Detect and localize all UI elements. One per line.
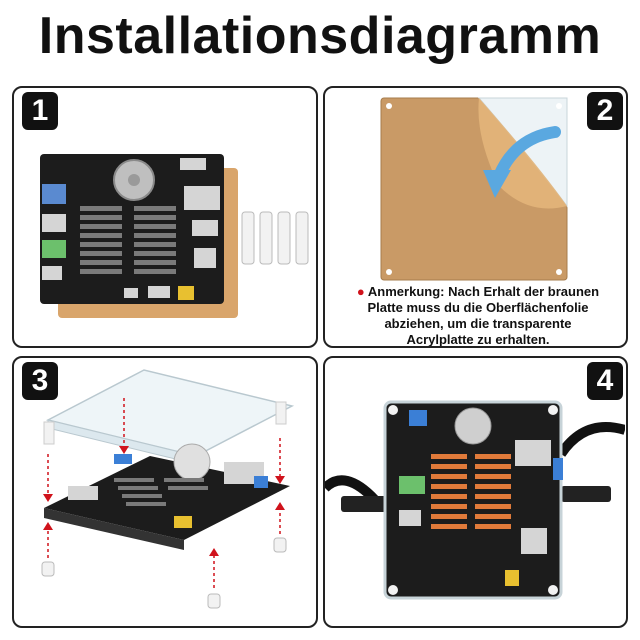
note-line-4: Acrylplatte zu erhalten. <box>406 332 550 347</box>
step-1-badge: 1 <box>22 92 58 130</box>
step-1-panel: 1 <box>12 86 318 348</box>
pcb-board-image <box>40 154 238 318</box>
note-line-1: Anmerkung: Nach Erhalt der braunen <box>367 284 600 299</box>
step-4-panel: 4 <box>323 356 628 628</box>
note-line-3: abziehen, um die transparente <box>384 316 572 331</box>
note-line-2: Platte muss du die Oberflächenfolie <box>367 300 589 315</box>
standoff-icon <box>241 211 309 265</box>
red-bullet-icon: ● <box>356 284 365 299</box>
page-title: Installationsdiagramm <box>38 7 602 65</box>
step-4-badge: 4 <box>587 362 623 400</box>
step-2-panel: 2 ● Anmerkung: Nach Erhalt der braunen P… <box>323 86 628 348</box>
peel-arrow-icon <box>483 126 561 198</box>
usb-cable-icon <box>325 475 379 504</box>
step-3-panel: 3 <box>12 356 318 628</box>
peel-film-note: ● Anmerkung: Nach Erhalt der braunen Pla… <box>333 284 623 347</box>
step-3-badge: 3 <box>22 362 58 400</box>
assembled-board-image <box>325 400 625 600</box>
assembly-exploded-view <box>41 369 295 609</box>
step-2-badge: 2 <box>587 92 623 130</box>
